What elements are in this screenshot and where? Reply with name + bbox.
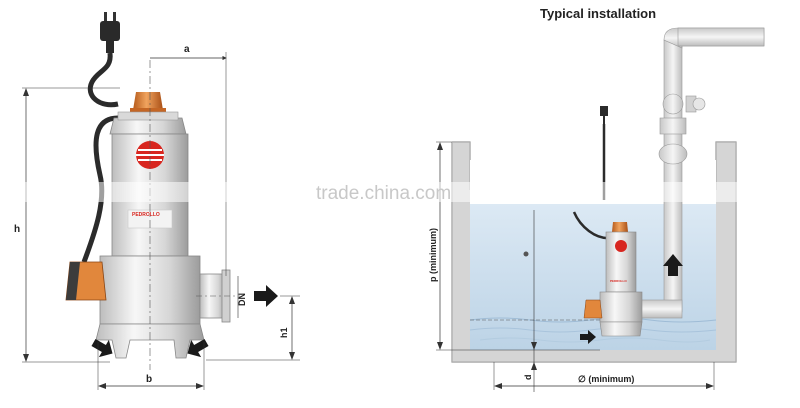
pump-small: PEDROLLO: [572, 106, 643, 337]
pump-handle-cap: [133, 92, 163, 110]
dimension-label-h1: h1: [279, 327, 289, 338]
dimension-label-width: ∅ (minimum): [578, 374, 634, 384]
dimension-label-a: a: [184, 44, 190, 55]
float-switch: [65, 261, 107, 301]
inlet-arrow-icon: [580, 330, 596, 344]
dimension-label-h: h: [14, 224, 20, 235]
dimension-label-p: p (minimum): [428, 228, 438, 282]
inlet-arrow-right-icon: [187, 339, 209, 358]
power-cable: [87, 52, 119, 108]
watermark: trade.china.com: [0, 182, 800, 204]
installation-drawing-right: PEDROLLO p (minimum) d ∅ (minimum): [428, 27, 765, 392]
float-cable: [81, 115, 119, 263]
discharge-arrow-icon: [254, 285, 278, 307]
dimension-label-dn: DN: [237, 293, 247, 306]
pump-small-brand-text: PEDROLLO: [610, 279, 627, 283]
watermark-text: trade.china.com: [316, 183, 451, 204]
pump-drawing-left: PEDROLLO a h DN: [14, 12, 300, 390]
pump-brand-text: PEDROLLO: [132, 212, 160, 218]
flow-up-arrow-icon: [663, 254, 683, 276]
installation-title: Typical installation: [540, 6, 657, 21]
dimension-label-b: b: [146, 374, 152, 385]
inlet-arrow-left-icon: [91, 339, 113, 358]
power-plug: [100, 12, 120, 53]
check-valve: [658, 93, 706, 165]
dimension-label-d: d: [523, 375, 533, 381]
